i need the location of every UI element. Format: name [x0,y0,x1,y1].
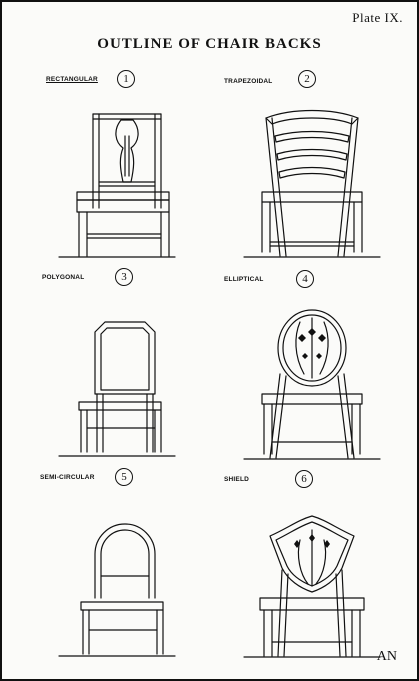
chair-polygonal-illustration [57,312,177,467]
plate-number: Plate IX. [352,10,403,25]
figure-4-label: ELLIPTICAL [224,276,264,283]
figure-2-label: TRAPEZOIDAL [224,78,273,85]
figure-5-label: SEMI-CIRCULAR [40,474,95,481]
figure-4-number: 4 [296,270,314,288]
chair-trapezoidal-illustration [242,106,382,266]
chair-shield-illustration [242,510,382,665]
figure-1-number: 1 [117,70,135,88]
figure-2-number: 2 [298,70,316,88]
figure-3-label: POLYGONAL [42,274,85,281]
chair-elliptical-illustration [242,308,382,468]
figure-3-number: 3 [115,268,133,286]
figure-5-number: 5 [115,468,133,486]
figure-1-label: RECTANGULAR [46,76,98,83]
chair-semi-circular-illustration [57,510,177,665]
figure-6-number: 6 [295,470,313,488]
figure-6-label: SHIELD [224,476,250,483]
page-title: OUTLINE OF CHAIR BACKS [97,36,322,52]
chair-rectangular-illustration [57,106,177,266]
artist-monogram: AN [376,649,397,664]
